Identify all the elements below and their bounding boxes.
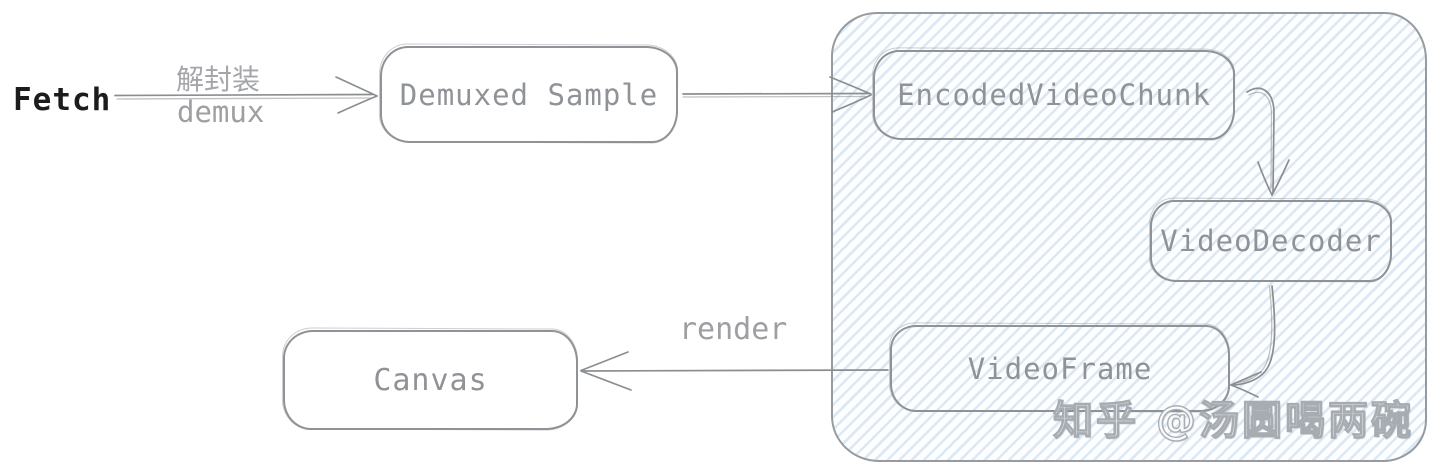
encoded-video-chunk-label: EncodedVideoChunk: [897, 78, 1211, 112]
canvas-node: Canvas: [283, 330, 578, 430]
edge-label-render: render: [679, 312, 788, 347]
video-decoder-node: VideoDecoder: [1150, 200, 1392, 282]
demuxed-sample-node: Demuxed Sample: [380, 46, 678, 143]
encoded-video-chunk-node: EncodedVideoChunk: [873, 50, 1235, 140]
edge-label-demux-zh: 解封装: [176, 63, 261, 96]
fetch-label: Fetch: [13, 82, 112, 118]
video-decoder-label: VideoDecoder: [1160, 224, 1382, 258]
watermark: 知乎 @汤圆喝两碗: [1052, 397, 1414, 444]
video-frame-node: VideoFrame: [890, 325, 1230, 412]
canvas-label: Canvas: [373, 362, 488, 398]
video-frame-label: VideoFrame: [967, 351, 1153, 386]
edge-label-demux-en: demux: [177, 95, 265, 129]
demuxed-sample-label: Demuxed Sample: [399, 77, 659, 112]
